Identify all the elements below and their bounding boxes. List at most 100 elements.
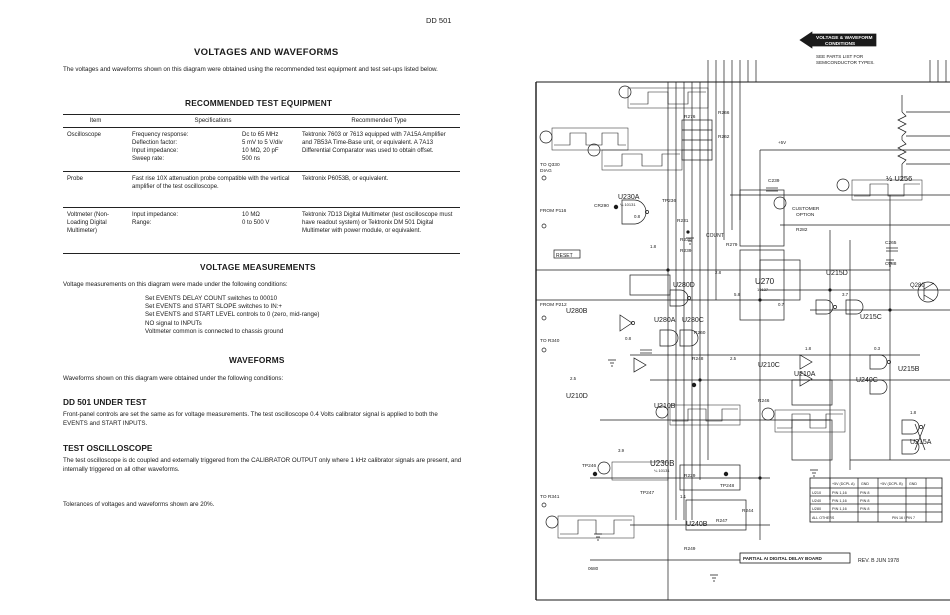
voltage-reading: 1.8 bbox=[910, 410, 917, 415]
resistor-label: R244 bbox=[742, 508, 754, 514]
ic-label: U230A bbox=[618, 194, 640, 201]
list-item: Set EVENTS and START LEVEL controls to 0… bbox=[145, 311, 320, 319]
ic-label: U210A bbox=[794, 371, 816, 378]
table-cell: PIN 8 bbox=[860, 491, 870, 495]
revision-label: REV. B JUN 1978 bbox=[858, 558, 899, 564]
voltage-conditions-list: Set EVENTS DELAY COUNT switches to 00010… bbox=[145, 295, 319, 336]
item-cell: Voltmeter (Non-Loading Digital Multimete… bbox=[63, 207, 128, 254]
tolerance-note: Tolerances of voltages and waveforms sho… bbox=[63, 501, 215, 508]
spec-value: 10 MΩ bbox=[242, 212, 260, 218]
table-cell: PIN 16 / PIN 7 bbox=[892, 516, 915, 520]
list-item: Set EVENTS DELAY COUNT switches to 00010 bbox=[145, 295, 278, 302]
spec-cell: Input impedance:10 MΩ Range:0 to 500 V bbox=[128, 207, 298, 254]
list-item: Set EVENTS and START SLOPE switches to I… bbox=[145, 303, 283, 311]
banner-line1: VOLTAGE & WAVEFORM bbox=[816, 35, 873, 41]
ic-label: U210C bbox=[758, 362, 780, 369]
ic-sublabel: ¼ 10131 bbox=[654, 468, 670, 473]
spec-key: Sweep rate: bbox=[132, 156, 165, 162]
ic-label: U270 bbox=[755, 277, 775, 286]
transistor-label: Q280 bbox=[910, 283, 925, 289]
voltage-reading: 2.8 bbox=[715, 270, 722, 275]
table-head: GND bbox=[861, 482, 869, 486]
resistor-label: R276 bbox=[684, 114, 696, 120]
test-point-label: TP247 bbox=[640, 490, 654, 496]
resistor-label: R248 bbox=[692, 356, 704, 362]
table-cell: PIN 8 bbox=[860, 507, 870, 511]
voltage-reading: 2.5 bbox=[730, 356, 737, 361]
test-scope-heading: TEST OSCILLOSCOPE bbox=[63, 443, 153, 453]
voltage-reading: 1.1 bbox=[680, 494, 687, 499]
test-scope-text: The test oscilloscope is dc coupled and … bbox=[63, 457, 462, 473]
connector-label: FROM P212 bbox=[540, 302, 567, 308]
resistor-label: R231 bbox=[677, 218, 689, 224]
schematic-diagram: VOLTAGE & WAVEFORM CONDITIONS SEE PARTS … bbox=[530, 0, 950, 615]
voltage-reading: 0.7 bbox=[778, 302, 785, 307]
voltage-intro: Voltage measurements on this diagram wer… bbox=[63, 281, 288, 288]
table-head: GND bbox=[909, 482, 917, 486]
item-cell: Probe bbox=[63, 171, 128, 208]
type-cell: Tektronix 7D13 Digital Multimeter (test … bbox=[298, 207, 460, 254]
ic-label: U280D bbox=[673, 282, 695, 289]
connector-label: TO R340 bbox=[540, 338, 560, 344]
ic-label: U280C bbox=[682, 317, 704, 324]
test-point-label: TP236 bbox=[662, 198, 676, 204]
waveforms-heading: WAVEFORMS bbox=[229, 355, 285, 365]
customer-option-2: OPTION bbox=[796, 212, 815, 218]
resistor-label: R246 bbox=[758, 398, 770, 404]
drawing-code: 0680 bbox=[588, 566, 599, 571]
parts-note-2: SEMICONDUCTOR TYPES. bbox=[816, 60, 875, 65]
ic-label: U215C bbox=[860, 314, 882, 321]
resistor-label: R229 bbox=[684, 473, 696, 479]
voltage-reading: 5.8 bbox=[734, 292, 741, 297]
spec-key: Input impedance: bbox=[132, 212, 179, 218]
customer-option-1: CUSTOMER bbox=[792, 206, 820, 212]
voltage-reading: 3.7 bbox=[842, 292, 849, 297]
table-row: Voltmeter (Non-Loading Digital Multimete… bbox=[63, 207, 460, 254]
ic-label: U280A bbox=[654, 317, 676, 324]
ic-sublabel: 10137 bbox=[757, 287, 769, 292]
table-cell: PIN 1,16 bbox=[832, 499, 847, 503]
resistor-label: R260 bbox=[694, 330, 706, 336]
table-cell: ALL OTHERS bbox=[812, 516, 835, 520]
schematic-drawing: VOLTAGE & WAVEFORM CONDITIONS SEE PARTS … bbox=[535, 31, 950, 601]
voltage-reading: 1.8 bbox=[805, 346, 812, 351]
ic-label: U280B bbox=[566, 308, 588, 315]
table-head: +5V (DCPL B) bbox=[880, 482, 903, 486]
connector-label: TO Q330 bbox=[540, 162, 560, 168]
list-item: NO signal to INPUTs bbox=[145, 319, 202, 327]
connector-label: DIAG bbox=[540, 168, 552, 174]
test-point-label: TP248 bbox=[720, 483, 734, 489]
ic-label: U230B bbox=[650, 459, 674, 468]
resistor-label: R239 bbox=[680, 248, 692, 254]
ic-label: U210D bbox=[566, 393, 588, 400]
resistor-label: R266 bbox=[718, 110, 730, 116]
table-header-row: Item Specifications Recommended Type bbox=[63, 114, 460, 128]
manual-text-page: DD 501 VOLTAGES AND WAVEFORMS The voltag… bbox=[63, 16, 462, 508]
spec-cell: Frequency response:Dc to 65 MHz Deflecti… bbox=[128, 127, 298, 172]
table-row: Probe Fast rise 10X attenuation probe co… bbox=[63, 171, 460, 208]
capacitor-label: C265 bbox=[885, 240, 897, 246]
ic-label: ½ U256 bbox=[886, 174, 912, 183]
spec-cell: Fast rise 10X attenuation probe compatib… bbox=[128, 171, 298, 208]
page-title: VOLTAGES AND WAVEFORMS bbox=[194, 47, 339, 58]
table-cell: PIN 8 bbox=[860, 499, 870, 503]
voltage-reading: 1.8 bbox=[650, 244, 657, 249]
ic-label: U240B bbox=[686, 521, 708, 528]
spec-key: Range: bbox=[132, 220, 152, 226]
supply-label: +5V bbox=[778, 140, 786, 145]
voltage-reading: 3.9 bbox=[618, 448, 625, 453]
table-cell: PIN 1,16 bbox=[832, 491, 847, 495]
spec-value: 5 mV to 5 V/div bbox=[242, 140, 283, 146]
voltage-reading: 0.8 bbox=[625, 336, 632, 341]
capacitor-label: C239 bbox=[768, 178, 780, 184]
resistor-label: R247 bbox=[716, 518, 728, 524]
dd501-heading: DD 501 UNDER TEST bbox=[63, 397, 147, 407]
voltage-reading: 2.5 bbox=[570, 376, 577, 381]
spec-key: Frequency response: bbox=[132, 132, 189, 138]
count-label: COUNT bbox=[706, 233, 724, 239]
spec-key: Input impedance: bbox=[132, 148, 179, 154]
ic-label: U210B bbox=[654, 403, 676, 410]
spec-key: Deflection factor: bbox=[132, 140, 178, 146]
spec-value: 500 ns bbox=[242, 156, 261, 162]
parts-note-1: SEE PARTS LIST FOR bbox=[816, 54, 864, 59]
